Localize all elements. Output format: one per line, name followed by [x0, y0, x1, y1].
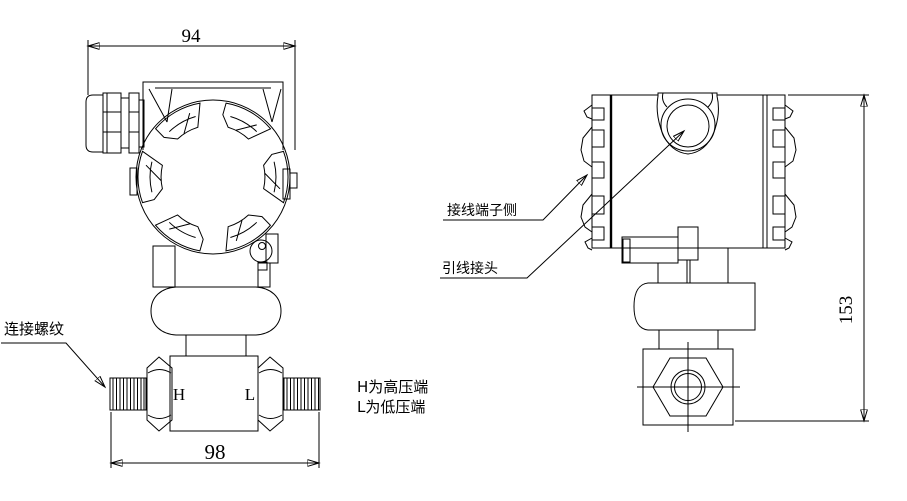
bracket-right-notch: [262, 88, 282, 123]
electronics-housing-cover: [129, 98, 298, 256]
dim-94-value: 94: [182, 26, 202, 47]
sensor-module-side: [633, 282, 756, 349]
legend-notes: H为高压端 L为低压端: [357, 378, 428, 416]
gland-nut: [102, 92, 122, 154]
bracket-end: [622, 238, 631, 263]
gland-body-lines: [129, 111, 139, 133]
note-low-pressure: L为低压端: [357, 398, 425, 416]
vent-valve: [249, 233, 279, 271]
bottom-bracket: [621, 226, 729, 283]
housing-circle: [135, 99, 291, 255]
cover-rib: [263, 150, 289, 204]
neck-right: [257, 262, 271, 288]
rib-profile: [784, 104, 797, 251]
thread-right: [283, 377, 321, 411]
thread-callout-leader: [1, 342, 105, 387]
rib: [772, 129, 786, 148]
gland-body: [128, 92, 140, 154]
upper-neck-lines: [657, 248, 729, 283]
plug-outer-circle: [660, 98, 716, 152]
front-view: 94: [1, 26, 320, 468]
neck-left: [152, 245, 176, 288]
dimension-width-top: 94: [88, 26, 295, 150]
lead-connector-callout: 引线接头: [440, 131, 684, 279]
side-view: 153 接线端子侧 引线接头: [440, 92, 869, 432]
process-flange: H L: [109, 355, 321, 432]
vent-valve-hole: [258, 242, 266, 250]
plug-facets: [662, 92, 713, 108]
rib: [591, 161, 605, 179]
lead-connector-label: 引线接头: [442, 260, 498, 277]
hex-nut-left: [146, 356, 173, 432]
gland-neck: [138, 99, 145, 148]
sensor-module-front: [150, 245, 282, 356]
extension-lines: [110, 412, 320, 468]
rib: [591, 107, 605, 121]
rib: [772, 161, 786, 179]
housing-side: [580, 94, 797, 251]
terminal-side-label: 接线端子侧: [447, 202, 517, 219]
cable-gland: [85, 92, 145, 154]
rib-profile: [580, 104, 593, 251]
gland-cap: [85, 94, 104, 153]
rib: [772, 195, 786, 215]
thread-callout-label: 连接螺纹: [4, 320, 64, 338]
side-tab-left: [129, 167, 138, 196]
thread-callout: 连接螺纹: [1, 320, 105, 387]
bracket-outline: [142, 81, 284, 150]
vent-valve-cap: [249, 239, 273, 263]
cover-rib: [137, 150, 163, 204]
dimension-width-bottom: 98: [111, 412, 319, 468]
port-high-label: H: [173, 385, 185, 404]
sensor-barrel: [150, 286, 282, 336]
gland-ring: [120, 97, 130, 149]
lower-neck: [185, 335, 247, 356]
thread-left-ribs: [112, 378, 145, 410]
hex-nut-right-facets: [258, 369, 283, 419]
vent-valve-body: [265, 233, 279, 264]
rib: [772, 107, 786, 121]
lower-neck-side: [658, 330, 719, 349]
rib: [772, 226, 786, 241]
bottom-tab: [677, 226, 699, 261]
note-high-pressure: H为高压端: [357, 378, 428, 396]
thread-right-ribs: [286, 378, 319, 410]
lead-connector-leader: [440, 131, 684, 279]
process-flange-side: [637, 342, 740, 432]
dim-153-value: 153: [836, 296, 857, 325]
terminal-cap-ribs-left: [580, 104, 605, 251]
port-low-label: L: [245, 385, 255, 404]
right-joint-lines: [762, 95, 768, 248]
terminal-side-leader: [443, 175, 587, 221]
thread-left: [109, 377, 147, 411]
extension-lines: [87, 40, 296, 150]
plug-silhouette: [656, 92, 719, 155]
centerlines: [637, 342, 740, 432]
display-cap-ribs-right: [772, 104, 797, 251]
mounting-bracket: [142, 81, 284, 150]
dim-98-value: 98: [205, 440, 226, 464]
plug-inner-circle: [666, 104, 710, 148]
rib: [591, 129, 605, 148]
side-tab-right-outer: [289, 172, 298, 189]
conduit-plug: [656, 92, 719, 155]
hex-nut-left-facets: [147, 369, 172, 419]
hex-nut-right: [257, 356, 284, 432]
gland-nut-lines: [103, 93, 121, 153]
terminal-side-callout: 接线端子侧: [443, 175, 587, 221]
extension-lines: [735, 94, 869, 422]
rib: [591, 226, 605, 241]
sensor-barrel-side: [633, 282, 756, 331]
rib: [591, 195, 605, 215]
dimension-height: 153: [735, 95, 869, 421]
